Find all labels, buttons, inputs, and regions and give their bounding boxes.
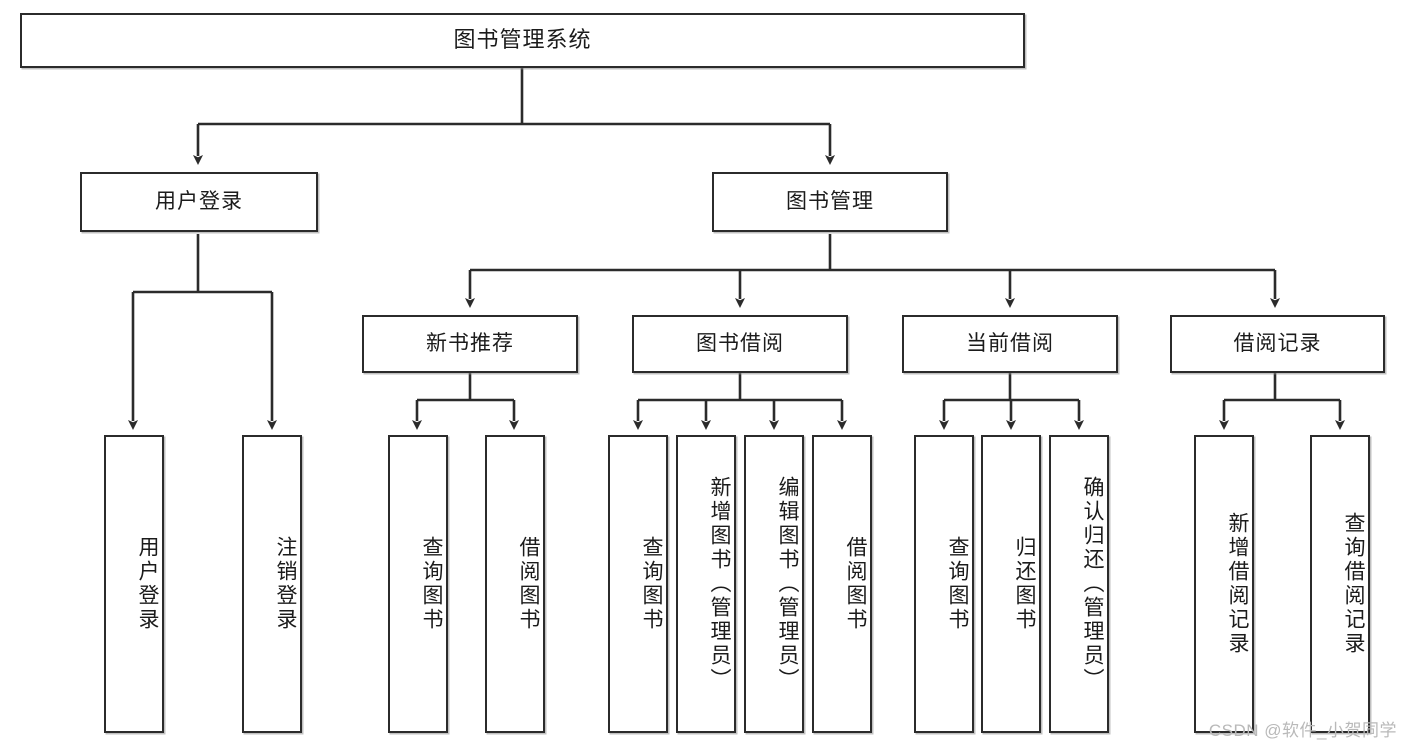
leaf-book-borrow-edit[interactable]: 编辑图书（管理员） (744, 435, 804, 733)
node-root-system[interactable]: 图书管理系统 (20, 13, 1025, 68)
node-user-login[interactable]: 用户登录 (80, 172, 318, 232)
leaf-label: 新增借阅记录 (1226, 512, 1249, 656)
leaf-book-borrow-borrow[interactable]: 借阅图书 (812, 435, 872, 733)
leaf-label: 用户登录 (136, 536, 159, 632)
leaf-label: 查询图书 (640, 536, 663, 632)
leaf-label: 借阅图书 (844, 536, 867, 632)
leaf-new-book-query[interactable]: 查询图书 (388, 435, 448, 733)
leaf-user-login-login[interactable]: 用户登录 (104, 435, 164, 733)
leaf-label: 新增图书（管理员） (708, 476, 731, 692)
leaf-label: 归还图书 (1013, 536, 1036, 632)
node-new-book-recommend[interactable]: 新书推荐 (362, 315, 578, 373)
node-borrow-record[interactable]: 借阅记录 (1170, 315, 1385, 373)
leaf-label: 编辑图书（管理员） (776, 476, 799, 692)
leaf-label: 查询图书 (420, 536, 443, 632)
node-book-management[interactable]: 图书管理 (712, 172, 948, 232)
csdn-watermark: CSDN @软件_小贺同学 (1208, 721, 1397, 740)
leaf-borrow-record-query[interactable]: 查询借阅记录 (1310, 435, 1370, 733)
leaf-label: 查询图书 (946, 536, 969, 632)
node-current-borrow[interactable]: 当前借阅 (902, 315, 1118, 373)
leaf-label: 查询借阅记录 (1342, 512, 1365, 656)
leaf-new-book-borrow[interactable]: 借阅图书 (485, 435, 545, 733)
leaf-label: 借阅图书 (517, 536, 540, 632)
leaf-borrow-record-add[interactable]: 新增借阅记录 (1194, 435, 1254, 733)
leaf-book-borrow-query[interactable]: 查询图书 (608, 435, 668, 733)
leaf-current-borrow-query[interactable]: 查询图书 (914, 435, 974, 733)
leaf-label: 确认归还（管理员） (1081, 476, 1104, 692)
leaf-current-borrow-return[interactable]: 归还图书 (981, 435, 1041, 733)
leaf-user-login-logout[interactable]: 注销登录 (242, 435, 302, 733)
leaf-book-borrow-add[interactable]: 新增图书（管理员） (676, 435, 736, 733)
leaf-current-borrow-confirm-return[interactable]: 确认归还（管理员） (1049, 435, 1109, 733)
leaf-label: 注销登录 (274, 536, 297, 632)
node-book-borrow[interactable]: 图书借阅 (632, 315, 848, 373)
